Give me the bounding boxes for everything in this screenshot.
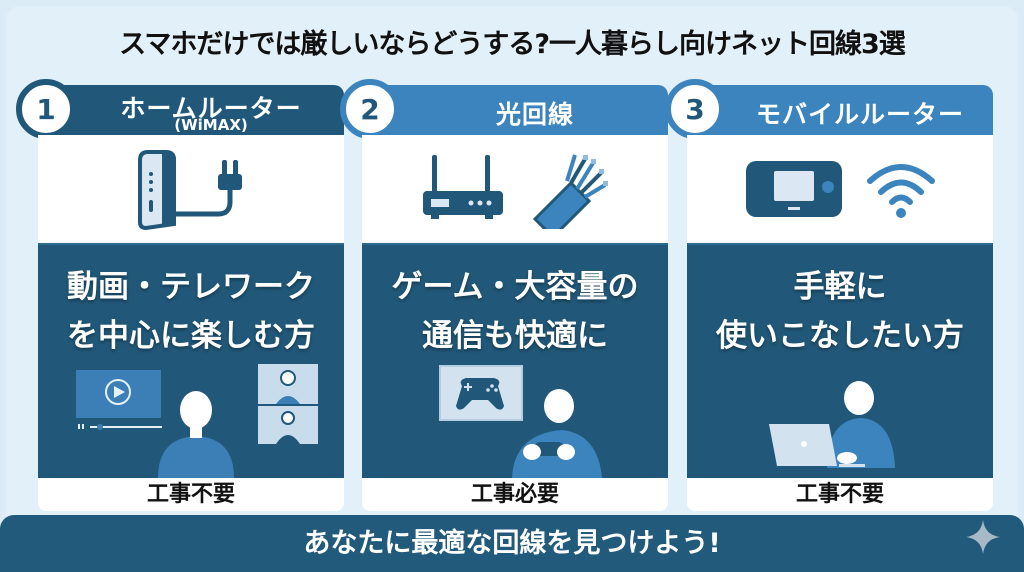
pocket-wifi-device-icon	[746, 161, 842, 217]
card-description-panel: ゲーム・大容量の 通信も快適に	[362, 243, 668, 478]
construction-status: 工事必要	[362, 478, 668, 511]
card-title: モバイルルーター	[755, 100, 964, 129]
headline-line-2: を中心に楽しむ方	[67, 318, 315, 354]
card-description-panel: 手軽に 使いこなしたい方	[687, 243, 993, 478]
page-title: スマホだけでは厳しいならどうする?一人暮らし向けネット回線3選	[119, 29, 906, 60]
number-badge: 2	[340, 79, 400, 139]
headline-line-1: ゲーム・大容量の	[391, 269, 639, 305]
card-icon-area	[687, 135, 993, 243]
card-header: 光回線	[362, 85, 668, 135]
call-to-action-banner: あなたに最適な回線を見つけよう!	[0, 515, 1024, 572]
card-description-panel: 動画・テレワーク を中心に楽しむ方	[38, 243, 344, 478]
card-title: ホームルーター	[120, 94, 302, 123]
card-title: 光回線	[495, 100, 574, 129]
headline-line-1: 動画・テレワーク	[67, 269, 315, 305]
card-header: モバイルルーター	[687, 85, 993, 135]
home-router-icon	[138, 150, 242, 231]
card-headline: 動画・テレワーク を中心に楽しむ方	[38, 263, 344, 361]
construction-status: 工事不要	[38, 478, 344, 511]
number-badge: 1	[16, 79, 76, 139]
construction-status: 工事不要	[687, 478, 993, 511]
card-icon-area	[362, 135, 668, 243]
fiber-optic-cable-icon	[532, 154, 608, 229]
number-badge: 3	[665, 79, 725, 139]
headline-line-2: 使いこなしたい方	[716, 318, 964, 354]
wifi-router-antenna-icon	[423, 155, 503, 219]
wifi-signal-icon	[867, 164, 935, 218]
card-headline: 手軽に 使いこなしたい方	[687, 263, 993, 361]
sparkle-icon	[966, 520, 1000, 554]
card-fiber-optic: 光回線 2 ゲーム・大容量の 通	[340, 79, 668, 511]
person-video-telework-illustration	[76, 364, 318, 478]
person-laptop-illustration	[769, 372, 895, 468]
card-subtitle: (WiMAX)	[174, 116, 248, 134]
headline-line-1: 手軽に	[793, 269, 887, 305]
headline-line-2: 通信も快適に	[422, 318, 608, 354]
card-header: ホームルーター (WiMAX)	[38, 85, 344, 135]
card-mobile-router: モバイルルーター 3 手軽に 使いこなしたい方	[665, 79, 993, 511]
card-headline: ゲーム・大容量の 通信も快適に	[362, 263, 668, 361]
card-icon-area	[38, 135, 344, 243]
person-gaming-controller-illustration	[439, 365, 602, 478]
card-home-router: ホームルーター (WiMAX) 1 動画・テレワーク を中心に楽しむ方	[16, 79, 344, 511]
